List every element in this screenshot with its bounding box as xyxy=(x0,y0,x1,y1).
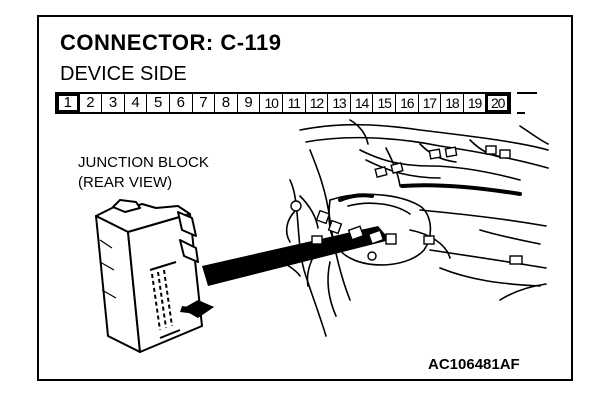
junction-block-drawing xyxy=(95,199,203,353)
pin-6: 6 xyxy=(170,94,193,112)
dashboard-drawing xyxy=(275,119,549,337)
pin-5: 5 xyxy=(147,94,170,112)
pin-7: 7 xyxy=(193,94,216,112)
pin-1: 1 xyxy=(57,94,80,112)
dashboard-connectors xyxy=(290,145,523,265)
junction-block-label-line2: (REAR VIEW) xyxy=(78,174,173,191)
pin-8: 8 xyxy=(215,94,238,112)
pin-13: 13 xyxy=(328,94,351,112)
pin-2: 2 xyxy=(80,94,103,112)
pin-20: 20 xyxy=(486,94,509,112)
pin-14: 14 xyxy=(351,94,374,112)
pin-18: 18 xyxy=(441,94,464,112)
pin-19: 19 xyxy=(464,94,487,112)
pin-16: 16 xyxy=(396,94,419,112)
pin-4: 4 xyxy=(125,94,148,112)
pin-9: 9 xyxy=(238,94,261,112)
figure-code: AC106481AF xyxy=(428,356,520,373)
junction-block-label: JUNCTION BLOCK (REAR VIEW) xyxy=(78,153,209,193)
dashboard-heavy-harness xyxy=(338,183,522,202)
connector-title: CONNECTOR: C-119 xyxy=(60,30,282,55)
connector-subtitle: DEVICE SIDE xyxy=(60,63,187,85)
pin-12: 12 xyxy=(306,94,329,112)
pointer-arrow xyxy=(180,300,214,318)
pin-17: 17 xyxy=(419,94,442,112)
strip-end-line-lower xyxy=(517,112,525,114)
strip-end-line xyxy=(517,92,537,94)
pin-11: 11 xyxy=(283,94,306,112)
location-wedge xyxy=(202,226,390,286)
pin-15: 15 xyxy=(373,94,396,112)
pin-10: 10 xyxy=(260,94,283,112)
pin-3: 3 xyxy=(102,94,125,112)
connector-pin-strip: 1 2 3 4 5 6 7 8 9 10 11 12 13 14 15 16 1… xyxy=(55,92,511,114)
junction-block-label-line1: JUNCTION BLOCK xyxy=(78,154,209,171)
